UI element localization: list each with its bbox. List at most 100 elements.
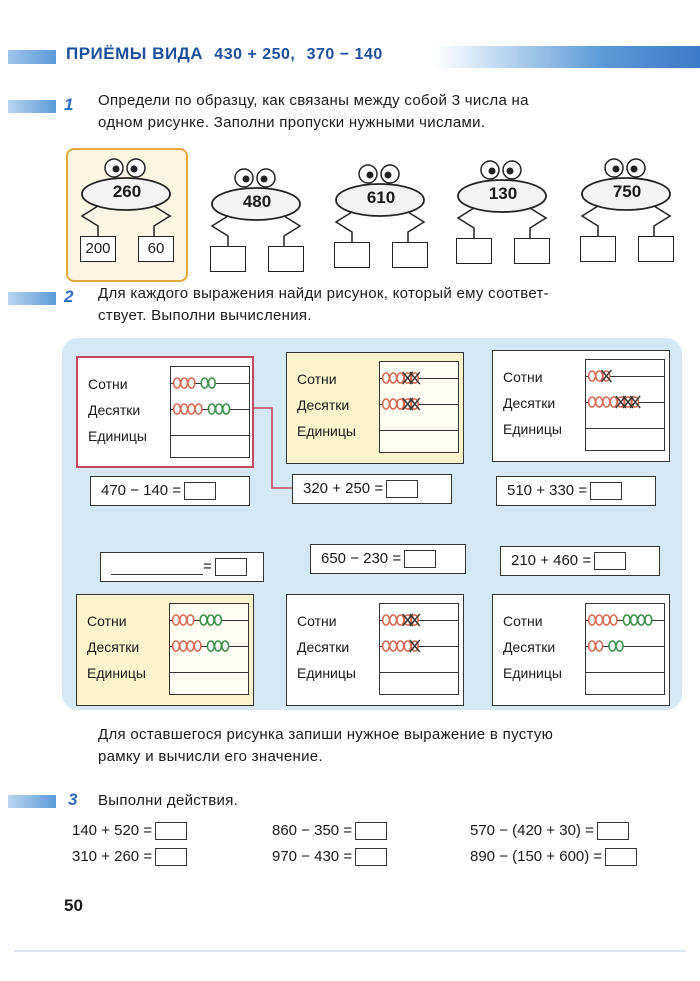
frog-right-box[interactable] bbox=[514, 238, 550, 264]
label-hundreds: Сотни bbox=[88, 376, 128, 392]
abacus-rod bbox=[380, 646, 458, 647]
bead bbox=[179, 403, 189, 415]
label-tens: Десятки bbox=[503, 639, 556, 655]
bead bbox=[193, 640, 202, 652]
label-units: Единицы bbox=[297, 423, 356, 439]
label-hundreds: Сотни bbox=[297, 613, 337, 629]
bead bbox=[403, 640, 412, 652]
bead bbox=[172, 403, 182, 415]
answer-box[interactable] bbox=[155, 822, 188, 841]
label-units: Единицы bbox=[297, 665, 356, 681]
expr-510-330[interactable]: 510 + 330 = bbox=[496, 476, 656, 506]
answer-box[interactable] bbox=[404, 550, 437, 569]
label-tens: Десятки bbox=[297, 639, 350, 655]
abacus-rod bbox=[586, 646, 664, 647]
answer-box[interactable] bbox=[355, 848, 388, 867]
task-2-text: Для каждого выражения найди рисунок, кот… bbox=[98, 283, 549, 327]
answer-box[interactable] bbox=[184, 482, 217, 501]
bead bbox=[396, 614, 405, 626]
abacus-rod bbox=[380, 620, 458, 621]
frog-left-box[interactable] bbox=[334, 242, 370, 268]
bead bbox=[388, 372, 398, 384]
abacus-beads bbox=[171, 614, 230, 652]
expr-210-460[interactable]: 210 + 460 = bbox=[500, 546, 660, 576]
bead bbox=[594, 370, 604, 382]
frog-2: 480 bbox=[198, 160, 316, 290]
bead bbox=[609, 396, 618, 408]
abacus-rod bbox=[380, 672, 458, 673]
abacus-rod bbox=[380, 404, 458, 405]
frog-left-box[interactable] bbox=[456, 238, 492, 264]
label-tens: Десятки bbox=[87, 639, 140, 655]
ex3-item-4[interactable]: 970 − 430 = bbox=[272, 848, 388, 867]
expr-320-250[interactable]: 320 + 250 = bbox=[292, 474, 452, 504]
bead bbox=[608, 640, 617, 652]
bead bbox=[172, 377, 182, 389]
label-hundreds: Сотни bbox=[87, 613, 127, 629]
frog-drawing bbox=[210, 168, 302, 246]
abacus-rod bbox=[171, 435, 249, 436]
answer-box[interactable] bbox=[155, 848, 188, 867]
frog-left-box[interactable] bbox=[580, 236, 616, 262]
answer-box[interactable] bbox=[594, 552, 627, 571]
bead bbox=[199, 614, 208, 626]
task-2-note: Для оставшегося рисунка запиши нужное вы… bbox=[98, 724, 553, 768]
blank-expression-line[interactable] bbox=[111, 560, 203, 575]
answer-box[interactable] bbox=[355, 822, 388, 841]
expr-blank[interactable]: = bbox=[100, 552, 264, 582]
answer-box[interactable] bbox=[386, 480, 419, 499]
expr-470-140[interactable]: 470 − 140 = bbox=[90, 476, 250, 506]
ex3-item-1[interactable]: 140 + 520 = bbox=[72, 822, 188, 841]
abacus-beads bbox=[587, 369, 641, 409]
bead bbox=[381, 614, 391, 626]
ex3-item-2[interactable]: 310 + 260 = bbox=[72, 848, 188, 867]
answer-box[interactable] bbox=[605, 848, 638, 867]
bead bbox=[629, 614, 639, 626]
bead bbox=[187, 403, 196, 415]
frog-left-box[interactable] bbox=[210, 246, 246, 272]
frog-right-box[interactable] bbox=[392, 242, 428, 268]
ex3-item-6[interactable]: 890 − (150 + 600) = bbox=[470, 848, 638, 867]
answer-box[interactable] bbox=[596, 822, 629, 841]
ex3-item-3[interactable]: 860 − 350 = bbox=[272, 822, 388, 841]
expr-650-230[interactable]: 650 − 230 = bbox=[310, 544, 466, 574]
frog-right-box[interactable] bbox=[638, 236, 674, 262]
page-title: ПРИЁМЫ ВИДА 430 + 250, 370 − 140 bbox=[66, 44, 383, 64]
frog-drawing bbox=[334, 164, 426, 242]
bead bbox=[594, 640, 604, 652]
ex3-item-5[interactable]: 570 − (420 + 30) = bbox=[470, 822, 629, 841]
title-expr-1: 430 + 250, bbox=[214, 46, 296, 63]
frog-5: 750 bbox=[568, 150, 686, 280]
task-1-tab bbox=[8, 100, 56, 113]
bead bbox=[178, 614, 188, 626]
bead bbox=[220, 640, 230, 652]
answer-box[interactable] bbox=[590, 482, 623, 501]
abacus-rod bbox=[586, 428, 664, 429]
task-3-number: 3 bbox=[68, 790, 78, 809]
bead bbox=[213, 614, 223, 626]
task-1-line-1: Определи по образцу, как связаны между с… bbox=[98, 92, 529, 109]
label-hundreds: Сотни bbox=[297, 371, 337, 387]
task-2-line-2: ствует. Выполни вычисления. bbox=[98, 307, 312, 324]
abacus bbox=[170, 366, 250, 458]
bead bbox=[602, 614, 611, 626]
answer-box[interactable] bbox=[214, 558, 247, 577]
bead bbox=[200, 377, 209, 389]
bead bbox=[587, 614, 597, 626]
bead bbox=[609, 614, 618, 626]
task-1-line-2: одном рисунке. Заполни пропуски нужными … bbox=[98, 114, 486, 131]
frog-right-box[interactable] bbox=[268, 246, 304, 272]
abacus-rod bbox=[380, 430, 458, 431]
label-hundreds: Сотни bbox=[503, 613, 543, 629]
label-units: Единицы bbox=[87, 665, 146, 681]
note-line-1: Для оставшегося рисунка запиши нужное вы… bbox=[98, 726, 554, 743]
page-number: 50 bbox=[64, 896, 83, 915]
bead bbox=[186, 614, 195, 626]
